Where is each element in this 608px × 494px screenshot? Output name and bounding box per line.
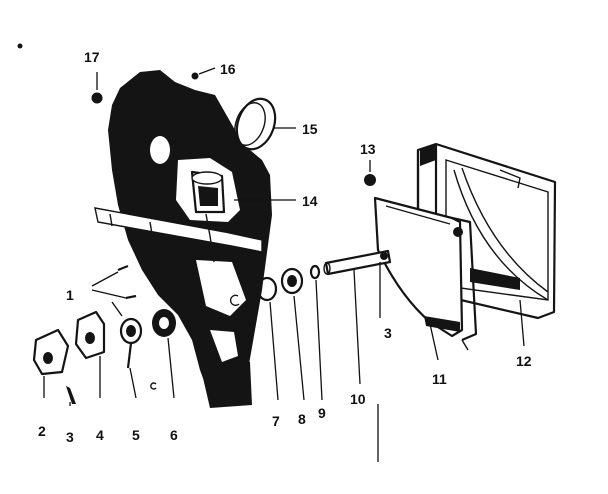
label-7: 7 [272, 413, 280, 429]
part-13-nut [364, 174, 376, 186]
part-16-screw [191, 67, 216, 80]
part-4-bracket [74, 310, 106, 360]
part-6-gear [152, 309, 176, 337]
label-14: 14 [302, 193, 318, 209]
label-1: 1 [66, 287, 74, 303]
label-12: 12 [516, 353, 532, 369]
label-2: 2 [38, 423, 46, 439]
label-15: 15 [302, 121, 318, 137]
screw-1a [117, 264, 129, 272]
part-17-nut [91, 92, 103, 104]
leader-lines [43, 72, 525, 462]
label-3: 3 [66, 429, 74, 445]
part-3-screw [66, 386, 76, 404]
label-11: 11 [432, 371, 447, 387]
label-3-shaft: 3 [384, 325, 392, 341]
small-clip [150, 382, 157, 390]
part-7-o-ring [256, 276, 278, 302]
label-13: 13 [360, 141, 376, 157]
part-8-bearing [280, 267, 304, 295]
clip [229, 294, 240, 307]
plate-hole [150, 136, 170, 164]
label-10: 10 [350, 391, 366, 407]
screw-1b [125, 294, 137, 300]
housing-back-plate [94, 70, 272, 408]
label-16: 16 [220, 61, 236, 77]
label-4: 4 [96, 427, 104, 443]
part-10-shaft [323, 249, 392, 276]
label-5: 5 [132, 427, 140, 443]
label-9: 9 [318, 405, 326, 421]
part-labels: 1 2 3 4 5 6 7 8 9 10 11 12 13 14 15 16 1… [38, 49, 532, 445]
speck [17, 43, 23, 49]
label-8: 8 [298, 411, 306, 427]
label-17: 17 [84, 49, 100, 65]
label-6: 6 [170, 427, 178, 443]
part-5-cam [111, 301, 143, 369]
part-15-disc [234, 97, 277, 151]
part-9-washer [309, 264, 321, 280]
part-2-cover [32, 328, 70, 376]
